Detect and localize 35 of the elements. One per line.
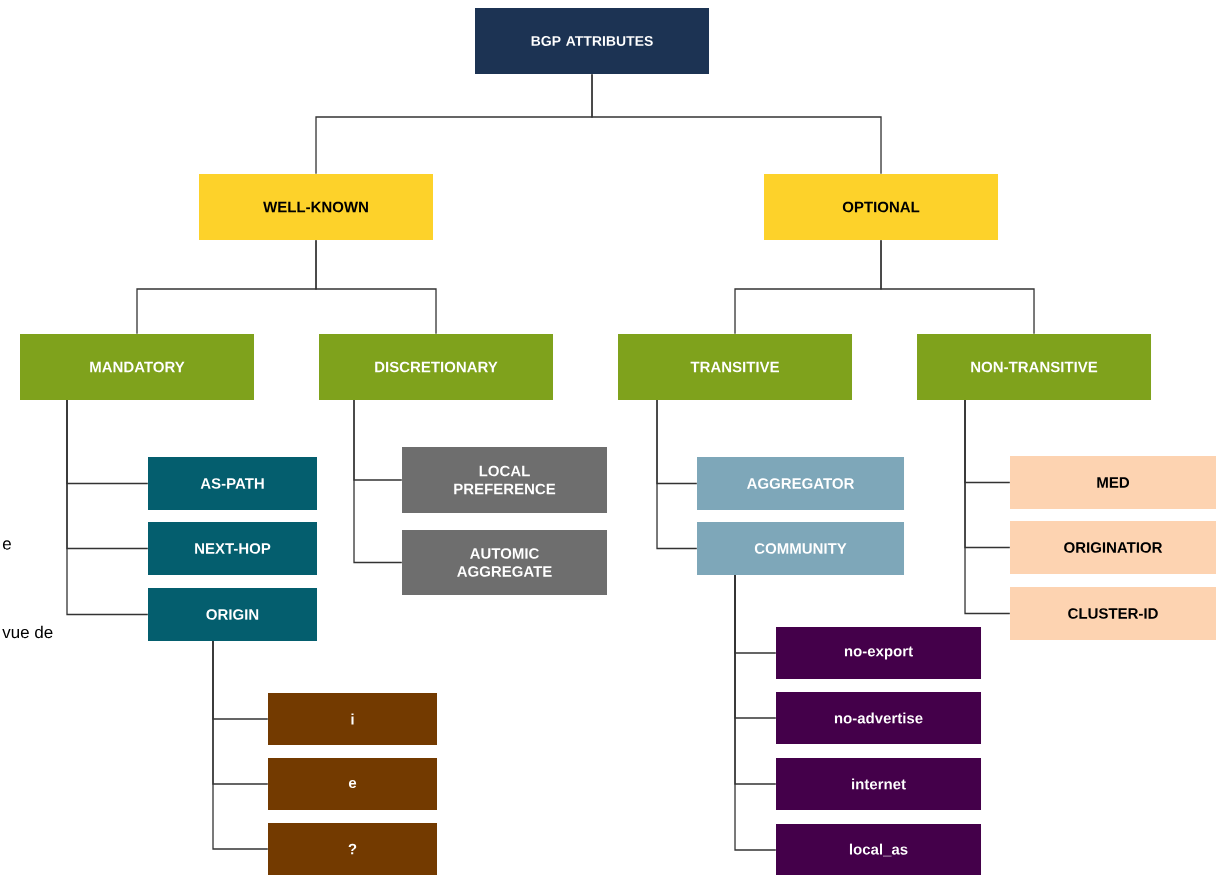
- value-box: local_as: [776, 824, 981, 875]
- attribute-box: LOCAL PREFERENCE: [402, 447, 607, 513]
- attribute-box: COMMUNITY: [697, 522, 904, 575]
- value-box: ?: [268, 823, 437, 875]
- connector-line: [66, 399, 149, 616]
- subcategory-box: NON-TRANSITIVE: [917, 334, 1151, 400]
- subcategory-box: TRANSITIVE: [618, 334, 852, 400]
- text-fragment: e: [2, 540, 11, 550]
- connector-line: [212, 640, 269, 850]
- connector-line: [734, 574, 777, 851]
- connector-line: [353, 399, 403, 564]
- connector-line: [591, 73, 882, 175]
- attribute-box: ORIGIN: [148, 588, 317, 641]
- attribute-box: MED: [1010, 456, 1216, 509]
- value-box: no-advertise: [776, 692, 981, 744]
- connector-line: [656, 399, 698, 550]
- attribute-box: AS-PATH: [148, 457, 317, 510]
- text-fragment: vue de: [2, 625, 53, 639]
- title-box: BGP ATTRIBUTES: [475, 8, 709, 74]
- subcategory-box: DISCRETIONARY: [319, 334, 553, 400]
- attribute-box: ORIGINATIOR: [1010, 521, 1216, 574]
- value-box: internet: [776, 758, 981, 810]
- attribute-box: NEXT-HOP: [148, 522, 317, 575]
- connector-line: [880, 239, 1035, 335]
- connector-line: [315, 239, 437, 335]
- category-box: WELL-KNOWN: [199, 174, 433, 240]
- value-box: e: [268, 758, 437, 810]
- value-box: i: [268, 693, 437, 745]
- attribute-box: AUTOMIC AGGREGATE: [402, 530, 607, 595]
- value-box: no-export: [776, 627, 981, 679]
- connector-line: [964, 399, 1011, 615]
- subcategory-box: MANDATORY: [20, 334, 254, 400]
- attribute-box: AGGREGATOR: [697, 457, 904, 510]
- attribute-box: CLUSTER-ID: [1010, 587, 1216, 640]
- category-box: OPTIONAL: [764, 174, 998, 240]
